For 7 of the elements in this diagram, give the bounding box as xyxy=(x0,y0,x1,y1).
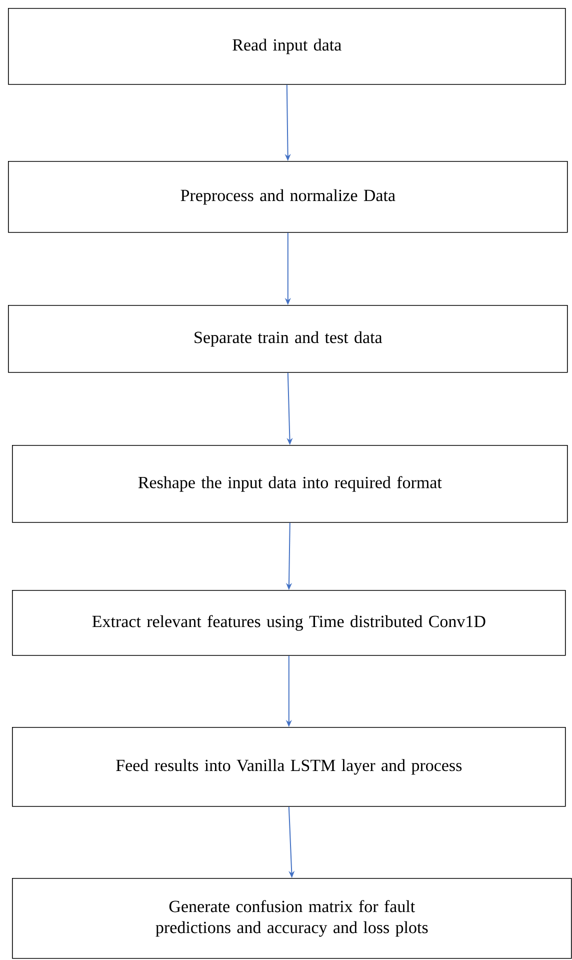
process-box: Read input data xyxy=(8,8,566,85)
process-box: Extract relevant features using Time distributed Conv1D xyxy=(12,590,566,656)
process-box: Preprocess and normalize Data xyxy=(8,161,568,233)
process-box: Reshape the input data into required format xyxy=(12,445,568,523)
process-box: Feed results into Vanilla LSTM layer and process xyxy=(12,727,566,807)
process-box: Generate confusion matrix for fault predictions and accuracy and loss plots xyxy=(12,878,572,959)
process-box: Separate train and test data xyxy=(8,305,568,373)
